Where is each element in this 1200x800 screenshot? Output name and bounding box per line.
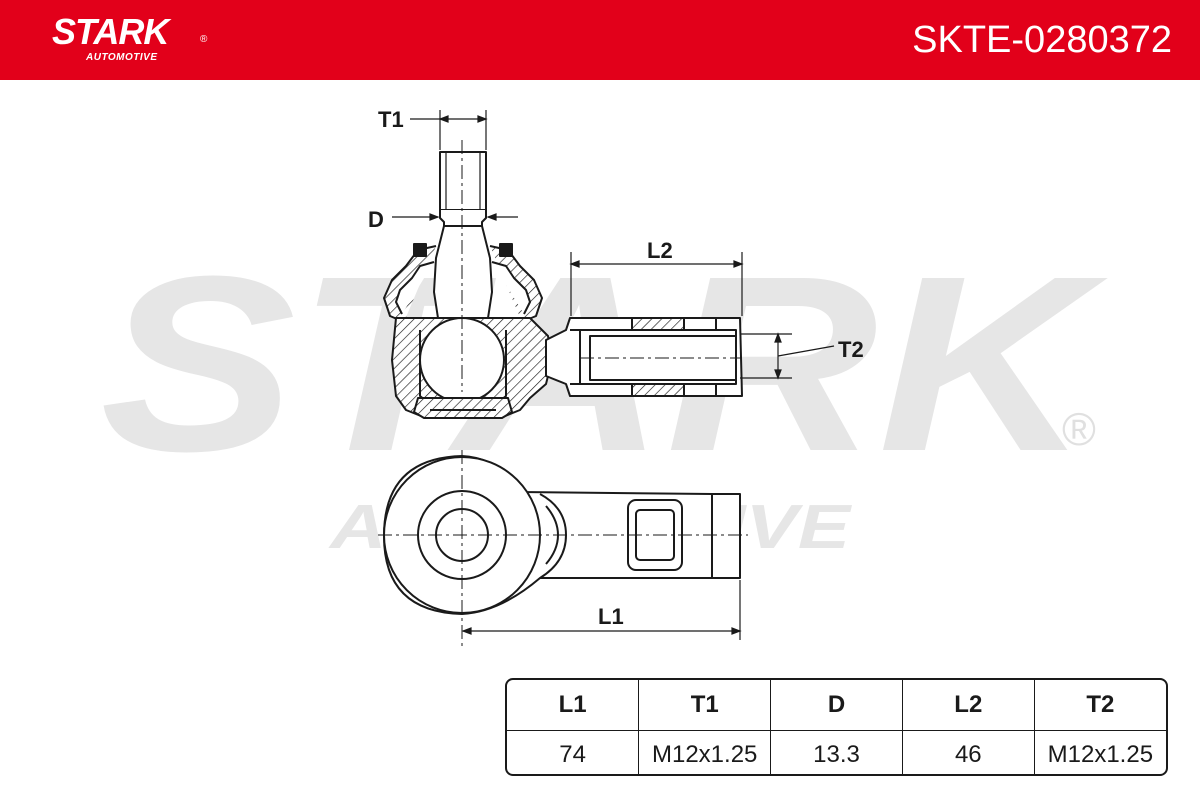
- specifications-table: L1 T1 D L2 T2 74 M12x1.25 13.3 46 M12x1.…: [505, 678, 1168, 776]
- spec-header-l1: L1: [507, 680, 640, 731]
- specs-value-row: 74 M12x1.25 13.3 46 M12x1.25: [507, 730, 1166, 774]
- top-view: [378, 450, 748, 648]
- dimension-label-l2: L2: [647, 238, 673, 263]
- spec-header-l2: L2: [902, 680, 1035, 731]
- dimension-label-t1: T1: [378, 107, 404, 132]
- spec-value-t1: M12x1.25: [638, 730, 772, 774]
- spec-value-t2: M12x1.25: [1047, 741, 1154, 768]
- logo-sub-text: AUTOMOTIVE: [86, 52, 158, 63]
- spec-header-t1: T1: [638, 680, 772, 731]
- logo-brand-text: STARK: [52, 11, 169, 52]
- spec-header-t2: T2: [1034, 680, 1166, 731]
- side-dimensions: [392, 110, 835, 380]
- spec-header-d: D: [770, 680, 903, 731]
- specs-header-row: L1 T1 D L2 T2: [507, 680, 1166, 731]
- part-number: SKTE-0280372: [912, 19, 1172, 61]
- stark-logo: STARK ® AUTOMOTIVE: [52, 12, 212, 68]
- dimension-label-l1: L1: [598, 604, 624, 629]
- spec-value-d: 13.3: [770, 730, 903, 774]
- dimension-label-d: D: [368, 207, 384, 232]
- top-dimensions: [461, 580, 742, 640]
- spec-value-l2: 46: [902, 730, 1035, 774]
- side-section-view: [383, 140, 743, 419]
- header-bar: STARK ® AUTOMOTIVE SKTE-0280372: [0, 0, 1200, 80]
- technical-drawing: STARK AUTOMOTIVE ®: [100, 107, 1108, 648]
- dimension-label-t2: T2: [838, 337, 864, 362]
- watermark-registered-mark: ®: [1062, 403, 1096, 455]
- logo-registered-mark: ®: [200, 34, 208, 45]
- spec-value-l1: 74: [507, 730, 640, 774]
